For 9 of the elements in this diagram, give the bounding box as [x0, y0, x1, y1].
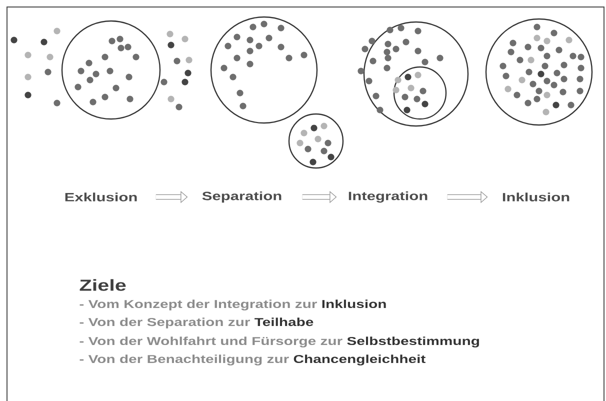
stage-label: Inklusion [502, 192, 570, 202]
stage-label: Integration [348, 191, 428, 203]
goal-line: - Von der Wohlfahrt und Fürsorge zur Selbstbestimmung [80, 336, 479, 348]
heading: Ziele [80, 279, 126, 291]
goal-line: - Von der Separation zur Teilhabe [80, 318, 314, 328]
goal-line: - Von der Benachteiligung zur Chancengleichheit [80, 354, 426, 366]
stage-label: Exklusion [65, 192, 137, 202]
stage-label: Separation [202, 191, 282, 203]
goal-line: - Vom Konzept der Integration zur Inklusion [80, 300, 386, 310]
